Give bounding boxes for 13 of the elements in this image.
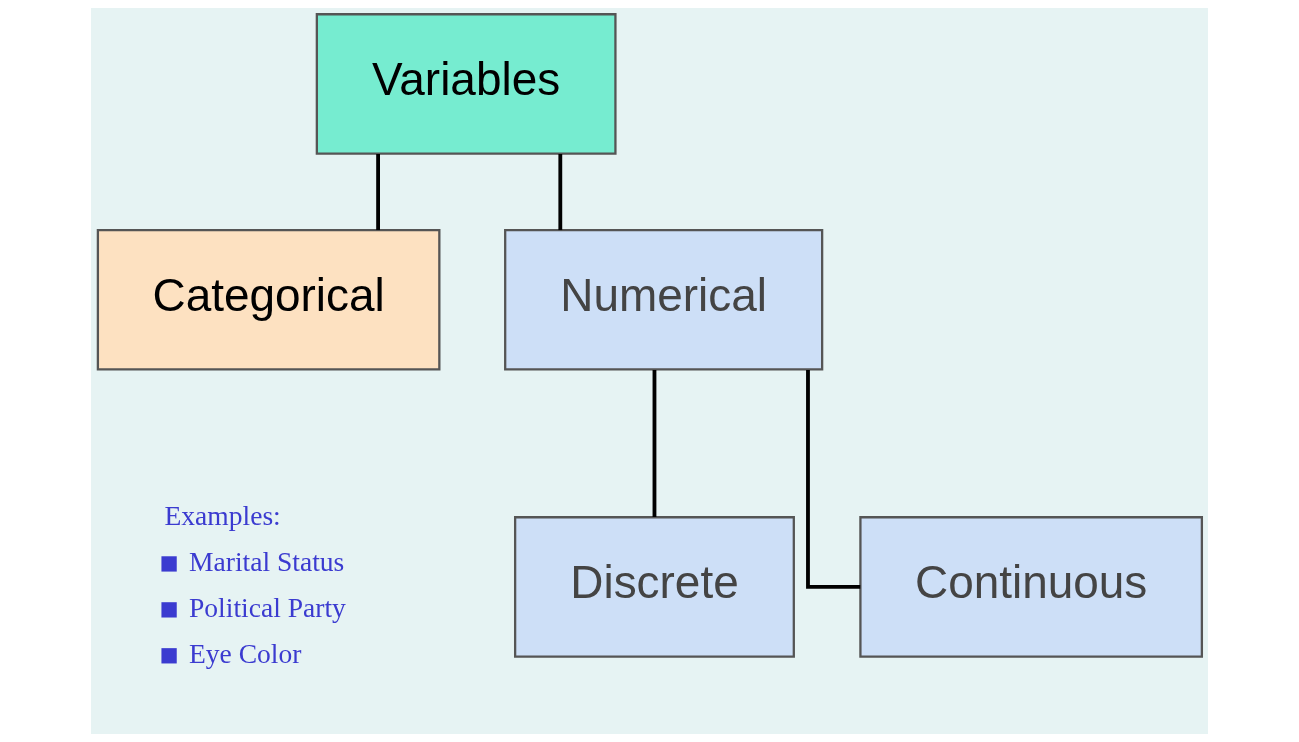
label: Eye Color	[189, 637, 302, 669]
node-box: Continuous	[859, 516, 1204, 658]
connector	[376, 154, 380, 231]
connector	[558, 154, 563, 231]
label: Political Party	[189, 591, 346, 623]
connector	[806, 370, 861, 589]
node-box: Variables	[315, 13, 617, 155]
label: Marital Status	[189, 545, 345, 577]
label: Examples:	[164, 499, 281, 531]
node-box: Numerical	[504, 229, 824, 371]
node-box: Discrete	[514, 516, 795, 658]
node-box: Categorical	[96, 229, 441, 371]
connector	[652, 370, 657, 517]
